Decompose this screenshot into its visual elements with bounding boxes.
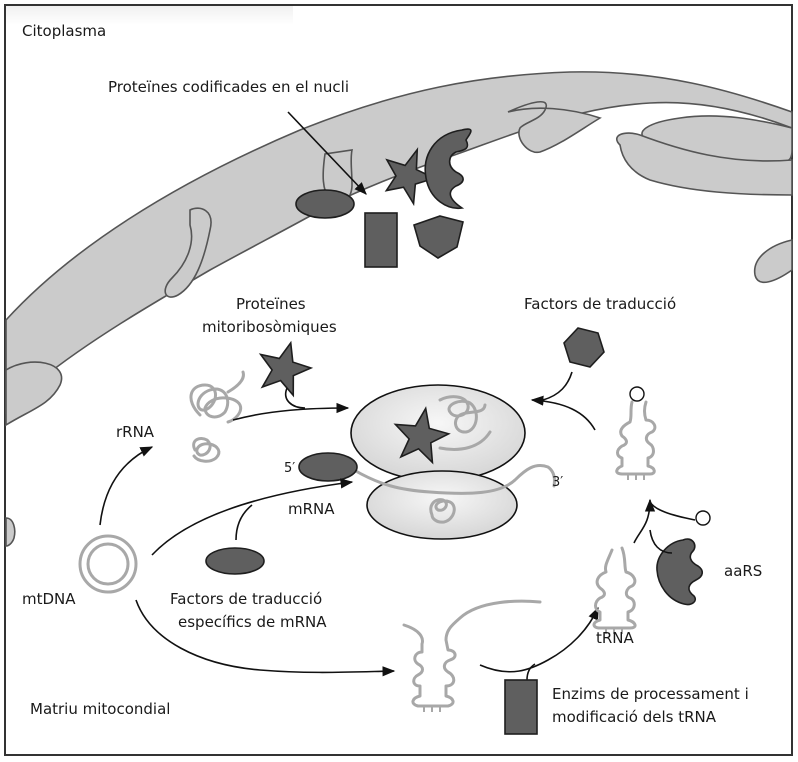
mtdna-outer-ring [78,534,138,594]
mitoribosome [350,384,556,540]
mtdna-inner-ring [86,542,130,586]
pretrna-anticodon [423,706,441,712]
rrna-small-coil [192,436,221,463]
ribosome-rrna-large [438,395,492,451]
protein-hexagon [413,215,464,259]
membrane-main-band [5,71,793,415]
protein-oval [295,189,355,219]
crista-left-edge [5,517,16,547]
translation-factors-label: Factors de traducció [524,295,676,313]
matrix-label: Matriu mitocondial [30,700,170,718]
enzyme-joining-arc [526,663,536,681]
mtdna-to-mrna-arrow [151,478,354,556]
mrna-factor-joining-arc [235,504,253,541]
protein-rectangle [364,212,398,268]
amino-acid-circle-attached [629,386,645,402]
mature-trna [592,546,637,634]
rrna-large-coil [189,370,245,424]
trna-enzymes-label-2: modificació dels tRNA [552,708,717,726]
ribosome-star [393,406,451,465]
inner-membrane [5,71,793,547]
rrna-large [189,370,245,424]
protein-pacman [424,128,472,209]
aa-joining-arc [649,501,696,521]
crista-left [164,207,212,298]
factor-joining-arc [542,371,573,401]
pretrna-body [402,599,542,708]
crista-right-tip [615,132,793,196]
star-joining-arc [285,387,306,409]
top-shade [5,5,293,25]
crista-right-edge [754,238,793,284]
three-prime-label: 3′ [552,475,563,490]
charged-trna [615,386,657,480]
translation-factor-hexagon [563,327,605,368]
precursor-trna [402,599,542,712]
mtdna-to-pretrna-arrow [135,599,396,677]
mtdna-label: mtDNA [22,590,76,608]
mrna-factors-label-1: Factors de traducció [170,590,322,608]
trna-anticodon [605,628,623,634]
mitoribosomal-proteins-label-1: Proteïnes [236,295,306,313]
five-prime-label: 5′ [284,461,295,476]
frame-border [4,4,793,756]
rrna-small [192,436,221,463]
mtdna-to-rrna-arrow [99,446,154,526]
charged-trna-anticodon [627,474,645,480]
pretrna-to-trna-arrow [479,606,599,673]
mrna-strand [352,464,556,495]
aars-enzyme [656,538,704,606]
mtdna-plasmid [78,534,138,594]
trna-label: tRNA [596,629,635,647]
nuclear-import-arrow [287,111,367,195]
mrna-5prime-cap-protein [298,452,358,482]
ribosome-rrna-small [429,498,456,524]
crista-right-upper [507,101,602,154]
charging-arrow [633,498,656,544]
nuclear-proteins-label: Proteïnes codificades en el nucli [108,78,349,96]
mrna-specific-factor [205,547,265,575]
amino-acid-circle-free [695,510,711,526]
trna-enzymes-label-1: Enzims de processament i [552,685,749,703]
mitoribosomal-proteins-label-2: mitoribosòmiques [202,318,337,336]
mitoribosomal-protein-star [258,340,314,398]
cytoplasm-label: Citoplasma [22,22,106,40]
crista-lower-left [5,361,63,427]
nuclear-protein-group [295,128,472,268]
trna-to-ribosome-arrow [530,395,596,431]
mrna-label: mRNA [288,500,335,518]
mrna-factors-label-2: específics de mRNA [178,613,327,631]
trna-processing-enzyme [504,679,538,735]
ribosome-small-subunit [366,470,518,540]
aars-joining-arc [649,529,673,554]
rrna-label: rRNA [116,423,155,441]
aars-label: aaRS [724,562,762,580]
rrna-to-ribosome-arrow [232,402,350,421]
